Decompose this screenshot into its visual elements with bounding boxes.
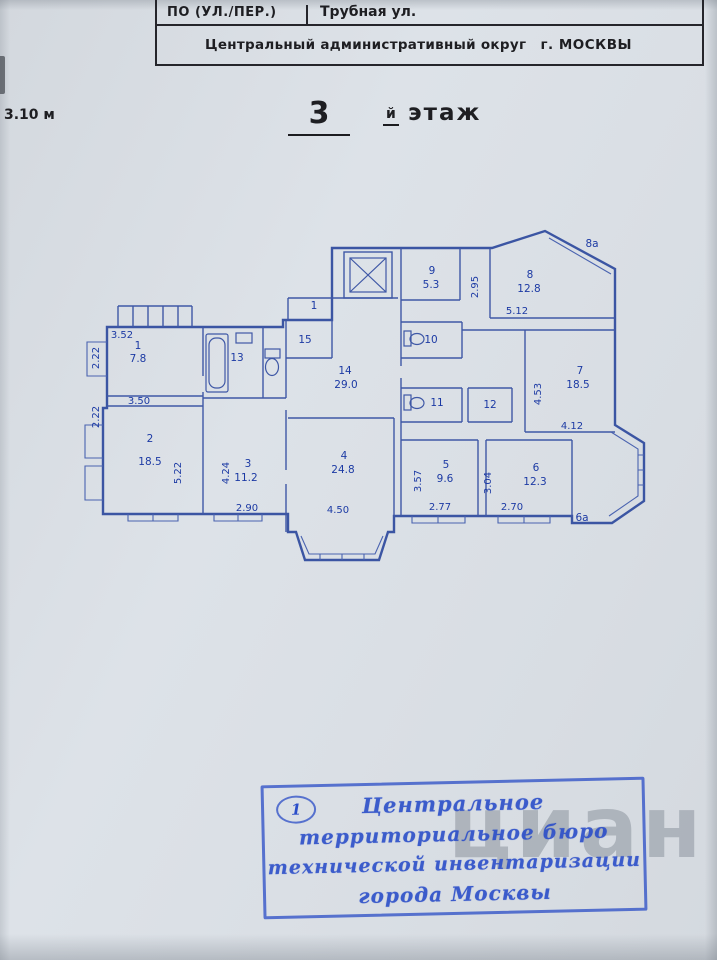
toilet-icon bbox=[403, 394, 425, 411]
dim-label: 5.22 bbox=[173, 462, 184, 484]
scan-shadow-bottom bbox=[0, 934, 717, 960]
inner-walls bbox=[107, 248, 615, 532]
scan-shadow-left bbox=[0, 0, 10, 960]
dim-label: 4.24 bbox=[221, 462, 232, 484]
dim-label: 3.04 bbox=[483, 472, 494, 494]
dim-label: 2.95 bbox=[470, 276, 481, 298]
window-lines bbox=[84, 237, 644, 560]
bti-stamp: 1 Центральное территориальное бюро техни… bbox=[260, 776, 648, 920]
zone-label: 8а bbox=[585, 238, 598, 250]
stamp-line: города Москвы bbox=[358, 879, 552, 909]
stamp-line: технической инвентаризации bbox=[267, 848, 642, 880]
floor-number: 3 bbox=[288, 96, 350, 136]
dim-label: 5.12 bbox=[506, 306, 528, 317]
dim-label: 3.50 bbox=[128, 396, 150, 407]
street-value: Трубная ул. bbox=[320, 4, 417, 20]
stamp-line: Центральное bbox=[361, 788, 545, 819]
district-label: Центральный административный округ bbox=[205, 37, 527, 53]
header-table: ПО (УЛ./ПЕР.) Трубная ул. Центральный ад… bbox=[155, 0, 704, 66]
room-number: 1 bbox=[135, 340, 142, 352]
room-area: 24.8 bbox=[331, 464, 354, 476]
room-number: 7 bbox=[577, 365, 584, 377]
street-label: ПО (УЛ./ПЕР.) bbox=[157, 5, 308, 24]
room-number: 14 bbox=[338, 365, 352, 377]
dim-label: 2.90 bbox=[236, 503, 258, 514]
room-number: 15 bbox=[298, 334, 311, 346]
room-number: 8 bbox=[527, 269, 534, 281]
elevator-icon bbox=[343, 251, 393, 299]
room-number: 12 bbox=[483, 399, 496, 411]
floor-word: этаж bbox=[408, 100, 482, 126]
room-area: 12.8 bbox=[517, 283, 540, 295]
room-number: 2 bbox=[147, 433, 154, 445]
room-area: 7.8 bbox=[130, 353, 147, 365]
dim-label: 4.50 bbox=[327, 505, 349, 516]
sink-icon bbox=[235, 332, 253, 344]
header-row-district: Центральный административный округ г. МО… bbox=[157, 26, 702, 64]
floor-suffix: й bbox=[383, 106, 399, 126]
room-area: 18.5 bbox=[138, 456, 161, 468]
scan-shadow-top bbox=[0, 0, 717, 10]
bathtub-icon bbox=[205, 333, 229, 393]
toilet-icon bbox=[403, 330, 425, 347]
room-area: 5.3 bbox=[423, 279, 440, 291]
room-area: 29.0 bbox=[334, 379, 357, 391]
header-row-street: ПО (УЛ./ПЕР.) Трубная ул. bbox=[157, 0, 702, 26]
scan-shadow-right bbox=[705, 0, 717, 960]
dim-label: 2.22 bbox=[91, 347, 102, 369]
dim-label: 3.57 bbox=[413, 470, 424, 492]
stamp-line: территориальное бюро bbox=[298, 818, 609, 850]
dim-label: 2.70 bbox=[501, 502, 523, 513]
room-number: 10 bbox=[424, 334, 437, 346]
toilet-icon bbox=[264, 348, 281, 377]
cian-watermark: циан bbox=[448, 778, 706, 878]
dim-label: 2.22 bbox=[91, 406, 102, 428]
room-number: 13 bbox=[230, 352, 243, 364]
zone-label: 6а bbox=[575, 512, 588, 524]
room-number: 9 bbox=[429, 265, 436, 277]
zone-label: 1 bbox=[311, 300, 318, 312]
outer-walls bbox=[101, 229, 646, 562]
ceiling-height-note: 3.10 м bbox=[4, 107, 55, 123]
room-number: 4 bbox=[341, 450, 348, 462]
dim-label: 4.53 bbox=[533, 383, 544, 405]
room-number: 3 bbox=[245, 458, 252, 470]
room-area: 12.3 bbox=[523, 476, 546, 488]
dim-label: 3.52 bbox=[111, 330, 133, 341]
dim-label: 2.77 bbox=[429, 502, 451, 513]
room-area: 11.2 bbox=[234, 472, 257, 484]
room-number: 11 bbox=[430, 397, 443, 409]
room-number: 5 bbox=[443, 459, 450, 471]
room-area: 9.6 bbox=[437, 473, 454, 485]
city-label: г. МОСКВЫ bbox=[540, 37, 632, 53]
room-number: 6 bbox=[533, 462, 540, 474]
room-area: 18.5 bbox=[566, 379, 589, 391]
dim-label: 4.12 bbox=[561, 421, 583, 432]
scan-edge-mark bbox=[0, 56, 5, 94]
